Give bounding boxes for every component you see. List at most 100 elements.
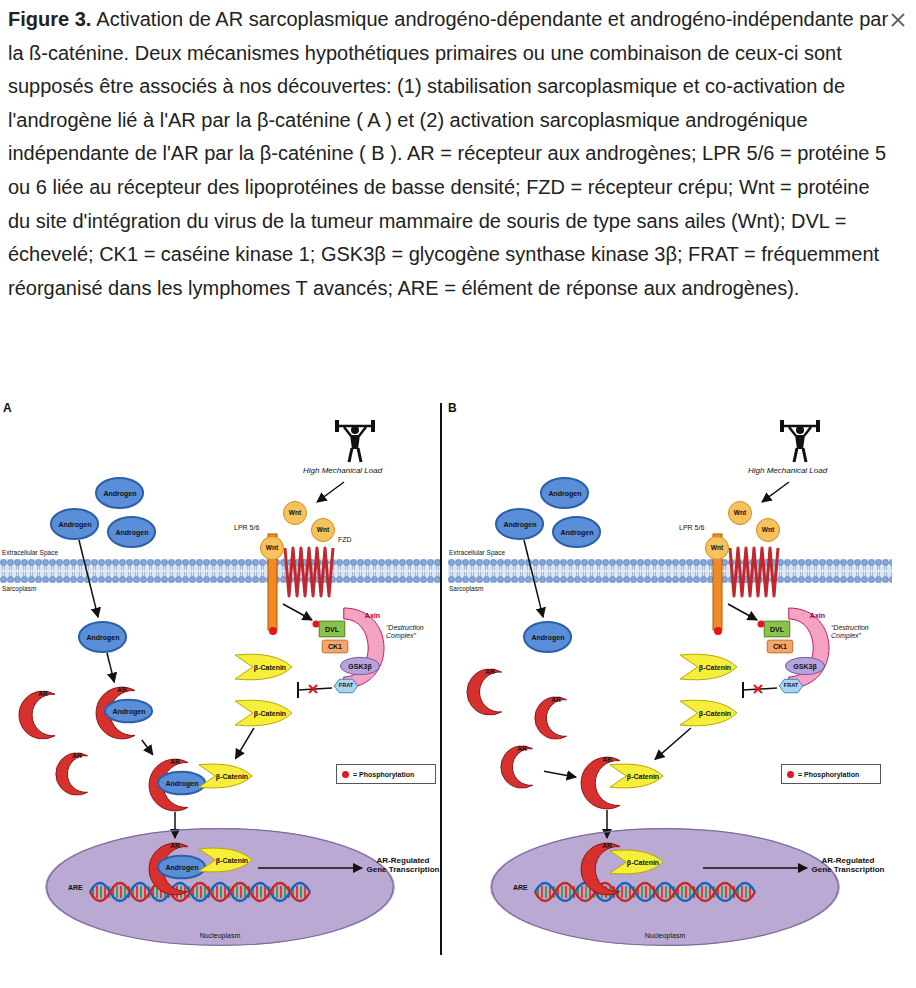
node-label: Androgen bbox=[165, 864, 198, 871]
gsk3b-ellipse: GSK3β bbox=[340, 657, 380, 675]
node-label: β-Catenin bbox=[202, 773, 248, 780]
node-label: Androgen bbox=[58, 521, 91, 528]
legend-box: = Phosphorylation bbox=[781, 764, 881, 784]
node-label: Androgen bbox=[531, 634, 564, 641]
beta-catenin-shape: β-Catenin bbox=[232, 652, 294, 682]
androgen-ellipse: Androgen bbox=[107, 516, 156, 548]
cell-membrane bbox=[0, 559, 441, 583]
node-label: AR bbox=[580, 843, 634, 850]
wnt-circle: Wnt bbox=[260, 536, 284, 560]
androgen-receptor-crescent-outline bbox=[466, 668, 514, 716]
figure-caption-text: Activation de AR sarcoplasmique androgén… bbox=[8, 8, 888, 299]
legend-box: = Phosphorylation bbox=[336, 764, 436, 784]
androgen-ellipse: Androgen bbox=[78, 621, 127, 653]
node-label: β-Catenin bbox=[685, 710, 731, 717]
nucleus-ellipse: Nucleoplasm AR β-Catenin bbox=[490, 828, 840, 946]
node-label: Androgen bbox=[112, 708, 145, 715]
node-label: DVL bbox=[325, 626, 339, 633]
figure-label: “Destruction Complex” bbox=[831, 624, 885, 640]
wnt-circle: Wnt bbox=[311, 518, 335, 542]
nucleus-ellipse-outline bbox=[490, 828, 840, 946]
node-label: Wnt bbox=[289, 510, 301, 517]
node-label: Androgen bbox=[86, 634, 119, 641]
arrow-connector bbox=[655, 728, 691, 759]
node-label: Wnt bbox=[317, 527, 329, 534]
node-label: β-Catenin bbox=[613, 859, 659, 866]
figure-label: FZD bbox=[338, 536, 362, 544]
wnt-circle: Wnt bbox=[283, 501, 307, 525]
node-label: AR bbox=[148, 843, 202, 850]
figure-label: Extracellular Space bbox=[449, 549, 539, 556]
arrow-connector bbox=[142, 740, 153, 755]
androgen-receptor-crescent: ARAndrogen bbox=[148, 758, 202, 812]
node-label: β-Catenin bbox=[202, 857, 248, 864]
node-label: FRAT bbox=[339, 683, 353, 689]
wnt-circle: Wnt bbox=[705, 536, 729, 560]
node-label: Nucleoplasm bbox=[45, 932, 395, 939]
androgen-receptor-crescent: AR bbox=[18, 690, 68, 740]
figure-label: AR-Regulated Gene Transcription bbox=[366, 856, 440, 874]
beta-catenin-shape: β-Catenin bbox=[677, 652, 739, 682]
androgen-receptor-crescent-outline bbox=[18, 690, 68, 740]
node-label: FRAT bbox=[784, 683, 798, 689]
node-label: Androgen bbox=[548, 490, 581, 497]
node-label: AR bbox=[55, 753, 99, 760]
node-label: Wnt bbox=[266, 545, 278, 552]
dvl-box: DVL bbox=[319, 621, 345, 637]
node-label: AR bbox=[95, 687, 149, 694]
node-label: GSK3β bbox=[793, 663, 816, 670]
figure-label: ARE bbox=[513, 884, 535, 892]
arrow-connector bbox=[524, 540, 543, 617]
androgen-ellipse: Androgen bbox=[104, 699, 153, 723]
gsk3b-ellipse: GSK3β bbox=[785, 657, 825, 675]
figure-label: “Destruction Complex” bbox=[386, 624, 440, 640]
androgen-ellipse: Androgen bbox=[523, 621, 572, 653]
frat-hexagon: FRAT bbox=[779, 679, 803, 693]
figure-label: Extracellular Space bbox=[2, 549, 92, 556]
dvl-box: DVL bbox=[764, 621, 790, 637]
arrow-connector bbox=[236, 728, 254, 759]
androgen-ellipse: Androgen bbox=[552, 516, 601, 548]
node-label: Nucleoplasm bbox=[490, 932, 840, 939]
androgen-receptor-crescent: AR bbox=[534, 696, 578, 740]
arrow-connector bbox=[544, 771, 576, 777]
node-label: Wnt bbox=[734, 510, 746, 517]
node-label: Axin bbox=[810, 612, 825, 619]
ck1-box: CK1 bbox=[767, 640, 793, 653]
node-label: Androgen bbox=[503, 521, 536, 528]
node-label: AR bbox=[500, 746, 544, 753]
node-label: AR bbox=[18, 691, 68, 698]
beta-catenin-shape: β-Catenin bbox=[196, 846, 254, 874]
figure-title: Figure 3. bbox=[8, 8, 91, 30]
figure-label: B bbox=[448, 402, 468, 416]
beta-catenin-shape: β-Catenin bbox=[196, 762, 254, 790]
legend-swatch bbox=[342, 771, 349, 778]
cell-membrane bbox=[448, 559, 892, 583]
node-label: Androgen bbox=[103, 490, 136, 497]
figure-label: A bbox=[3, 402, 23, 416]
androgen-ellipse: Androgen bbox=[157, 771, 206, 795]
node-label: β-Catenin bbox=[240, 664, 286, 671]
node-label: DVL bbox=[770, 626, 784, 633]
node-label: Wnt bbox=[711, 545, 723, 552]
androgen-receptor-crescent: AR bbox=[55, 752, 99, 796]
arrow-connector bbox=[79, 540, 98, 617]
figure-label: Sarcoplasm bbox=[449, 585, 509, 592]
androgen-receptor-crescent: AR bbox=[466, 668, 514, 716]
androgen-ellipse: Androgen bbox=[540, 477, 589, 509]
androgen-ellipse: Androgen bbox=[495, 508, 544, 540]
arrow-connector bbox=[107, 653, 114, 682]
figure-label: LPR 5/6 bbox=[234, 524, 274, 532]
node-label: Androgen bbox=[115, 529, 148, 536]
legend-text: = Phosphorylation bbox=[353, 771, 414, 778]
panel-divider bbox=[440, 403, 442, 955]
node-label: Androgen bbox=[560, 529, 593, 536]
wnt-circle: Wnt bbox=[756, 518, 780, 542]
figure-label: High Mechanical Load bbox=[748, 466, 860, 475]
androgen-ellipse: Androgen bbox=[157, 855, 206, 879]
arrow-connector bbox=[174, 812, 176, 838]
figure-caption: Figure 3.Activation de AR sarcoplasmique… bbox=[8, 3, 892, 305]
node-label: Wnt bbox=[762, 527, 774, 534]
beta-catenin-shape: β-Catenin bbox=[607, 848, 665, 876]
legend-swatch bbox=[787, 771, 794, 778]
